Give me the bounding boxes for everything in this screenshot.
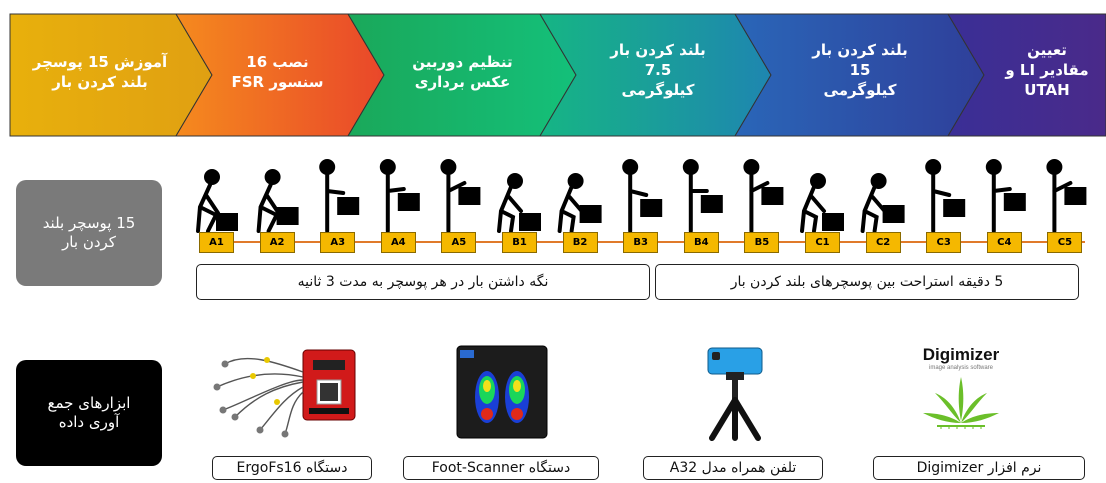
posture-tag-b2: B2 xyxy=(562,232,598,253)
phone-tripod-icon xyxy=(707,347,763,441)
step-6-label: تعیین مقادیر LI و UTAH xyxy=(988,40,1106,100)
posture-figure-8 xyxy=(622,159,663,233)
step-5-line-3: کیلوگرمی xyxy=(823,81,897,99)
tool-4-label: نرم افزار Digimizer xyxy=(873,456,1085,480)
posture-figure-3 xyxy=(319,159,360,233)
hold-note: نگه داشتن بار در هر پوسچر به مدت 3 ثانیه xyxy=(196,264,650,300)
digimizer-logo-sub: image analysis software xyxy=(928,365,994,371)
posture-figure-2 xyxy=(256,169,299,233)
posture-tag-a3: A3 xyxy=(320,232,356,253)
tool-3-label-text: تلفن همراه مدل A32 xyxy=(669,460,797,476)
tool-2-label-text: دستگاه Foot-Scanner xyxy=(431,460,571,476)
tools-box: ابزارهای جمع آوری داده xyxy=(16,360,162,466)
posture-tag-c3: C3 xyxy=(926,232,962,253)
posture-figure-7 xyxy=(557,173,602,233)
step-4-label: بلند کردن بار 7.5 کیلوگرمی xyxy=(578,40,738,100)
posture-figure-13 xyxy=(925,159,966,233)
step-5-line-1: بلند کردن بار xyxy=(812,41,908,59)
posture-tag-a4: A4 xyxy=(380,232,416,253)
posture-figure-5 xyxy=(440,159,481,233)
postures-box-label: 15 پوسچر بلند کردن بار xyxy=(42,214,136,251)
rest-note-text: 5 دقیقه استراحت بین پوسچرهای بلند کردن ب… xyxy=(730,274,1004,290)
posture-figure-9 xyxy=(682,159,723,233)
ergofs16-device-icon xyxy=(213,349,356,438)
posture-tag-c1: C1 xyxy=(805,232,840,253)
step-1-line-1: آموزش 15 پوسچر xyxy=(32,53,168,71)
process-flow xyxy=(9,13,1106,137)
posture-tag-a2: A2 xyxy=(259,232,295,253)
posture-tag-b4: B4 xyxy=(683,232,719,253)
posture-tag-c4: C4 xyxy=(986,232,1022,253)
rest-note: 5 دقیقه استراحت بین پوسچرهای بلند کردن ب… xyxy=(655,264,1079,300)
posture-figure-10 xyxy=(743,159,784,233)
foot-scanner-icon xyxy=(456,345,548,439)
tool-3-label: تلفن همراه مدل A32 xyxy=(643,456,823,480)
posture-figure-6 xyxy=(497,173,541,233)
step-3-line-2: عکس برداری xyxy=(414,73,511,91)
leaf-icon xyxy=(923,377,999,429)
step-4-line-2: 7.5 xyxy=(644,61,672,79)
posture-tag-b3: B3 xyxy=(623,232,659,253)
posture-figure-14 xyxy=(985,159,1026,233)
tool-4-label-text: نرم افزار Digimizer xyxy=(916,460,1042,476)
posture-tag-c5: C5 xyxy=(1047,232,1083,253)
step-4-line-1: بلند کردن بار xyxy=(610,41,706,59)
tools-box-label: ابزارهای جمع آوری داده xyxy=(47,394,131,431)
step-3-label: تنظیم دوربین عکس برداری xyxy=(385,52,540,92)
posture-tag-b5: B5 xyxy=(744,232,780,253)
step-1-line-2: بلند کردن بار xyxy=(52,73,148,91)
posture-figure-11 xyxy=(800,173,844,233)
posture-figures xyxy=(196,159,1087,233)
tool-2-label: دستگاه Foot-Scanner xyxy=(403,456,599,480)
posture-tag-b1: B1 xyxy=(502,232,537,253)
posture-figure-1 xyxy=(196,169,238,233)
step-3-line-1: تنظیم دوربین xyxy=(412,53,513,71)
posture-figure-15 xyxy=(1046,159,1087,233)
step-1-label: آموزش 15 پوسچر بلند کردن بار xyxy=(20,52,180,92)
posture-figure-12 xyxy=(860,173,905,233)
posture-tag-a5: A5 xyxy=(441,232,477,253)
digimizer-logo-icon: Digimizer image analysis software xyxy=(905,345,1017,435)
step-5-line-2: 15 xyxy=(849,61,871,79)
hold-note-text: نگه داشتن بار در هر پوسچر به مدت 3 ثانیه xyxy=(297,274,549,290)
posture-tag-c2: C2 xyxy=(865,232,901,253)
digimizer-logo-text: Digimizer xyxy=(922,345,1000,364)
step-2-label: نصب 16 سنسور FSR xyxy=(210,52,345,92)
step-4-line-3: کیلوگرمی xyxy=(621,81,695,99)
step-5-label: بلند کردن بار 15 کیلوگرمی xyxy=(775,40,945,100)
posture-figure-4 xyxy=(379,159,420,233)
tool-1-label-text: دستگاه ErgoFs16 xyxy=(236,460,348,476)
tool-1-label: دستگاه ErgoFs16 xyxy=(212,456,372,480)
step-6-line-2: مقادیر LI و xyxy=(1005,61,1089,79)
step-6-chevron xyxy=(947,13,1106,137)
postures-box: 15 پوسچر بلند کردن بار xyxy=(16,180,162,286)
step-6-line-3: UTAH xyxy=(1024,81,1070,99)
posture-tag-a1: A1 xyxy=(199,232,234,253)
step-2-line-1: نصب 16 xyxy=(246,53,309,71)
step-2-line-2: سنسور FSR xyxy=(231,73,324,91)
step-6-line-1: تعیین xyxy=(1027,41,1067,59)
